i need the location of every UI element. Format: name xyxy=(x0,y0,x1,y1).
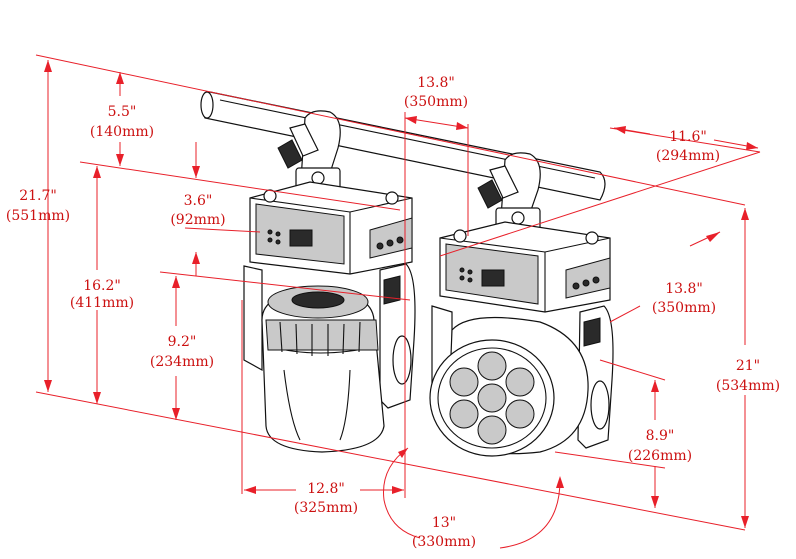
left-base xyxy=(249,181,413,275)
label-base-depth-right-value: 13.8" xyxy=(665,281,703,297)
label-swing-diameter-metric: (330mm) xyxy=(412,534,476,550)
label-total-height-right-value: 21" xyxy=(736,358,760,374)
dim-total-height-right xyxy=(741,208,749,528)
dim-base-height xyxy=(192,142,200,276)
dimension-labels: 21.7" (551mm) 5.5" (140mm) 13.8" (350mm)… xyxy=(6,75,780,550)
dim-base-depth-right xyxy=(609,231,721,323)
dim-overall-height xyxy=(44,60,52,392)
label-clamp-height-metric: (140mm) xyxy=(90,124,154,140)
right-head xyxy=(429,316,589,457)
dim-head-height xyxy=(93,166,101,404)
label-base-depth-metric: (350mm) xyxy=(404,94,468,110)
label-overall-height-metric: (551mm) xyxy=(6,208,70,224)
label-top-width-metric: (294mm) xyxy=(656,148,720,164)
label-base-height-value: 3.6" xyxy=(184,193,213,209)
label-head-height-metric: (411mm) xyxy=(70,295,134,311)
dim-head-length xyxy=(172,276,180,420)
dim-base-depth xyxy=(404,116,469,130)
lens-array xyxy=(449,351,535,445)
label-top-width-value: 11.6" xyxy=(669,129,707,145)
label-width-front-value: 12.8" xyxy=(307,481,345,497)
label-width-front-metric: (325mm) xyxy=(294,500,358,516)
label-clamp-height-value: 5.5" xyxy=(108,104,137,120)
dim-width-front xyxy=(244,486,404,494)
label-base-depth-value: 13.8" xyxy=(417,75,455,91)
label-base-depth-right-metric: (350mm) xyxy=(652,300,716,316)
label-total-height-right-metric: (534mm) xyxy=(716,378,780,394)
left-head xyxy=(261,285,385,453)
label-head-height-value: 16.2" xyxy=(83,278,121,294)
label-head-length-metric: (234mm) xyxy=(150,354,214,370)
dim-lens-height xyxy=(651,380,659,508)
right-fixture xyxy=(429,152,614,457)
dim-top-width xyxy=(613,126,759,150)
label-head-length-value: 9.2" xyxy=(168,334,197,350)
dim-clamp-height xyxy=(116,72,124,166)
label-overall-height-value: 21.7" xyxy=(19,188,57,204)
label-swing-diameter-value: 13" xyxy=(432,515,456,531)
right-base xyxy=(439,221,611,313)
label-lens-height-metric: (226mm) xyxy=(628,448,692,464)
dim-swing-diameter xyxy=(383,447,564,549)
left-fixture xyxy=(243,110,416,453)
label-lens-height-value: 8.9" xyxy=(646,428,675,444)
dimension-lines xyxy=(35,54,761,549)
fixture-artwork xyxy=(200,91,614,457)
label-base-height-metric: (92mm) xyxy=(170,212,225,228)
